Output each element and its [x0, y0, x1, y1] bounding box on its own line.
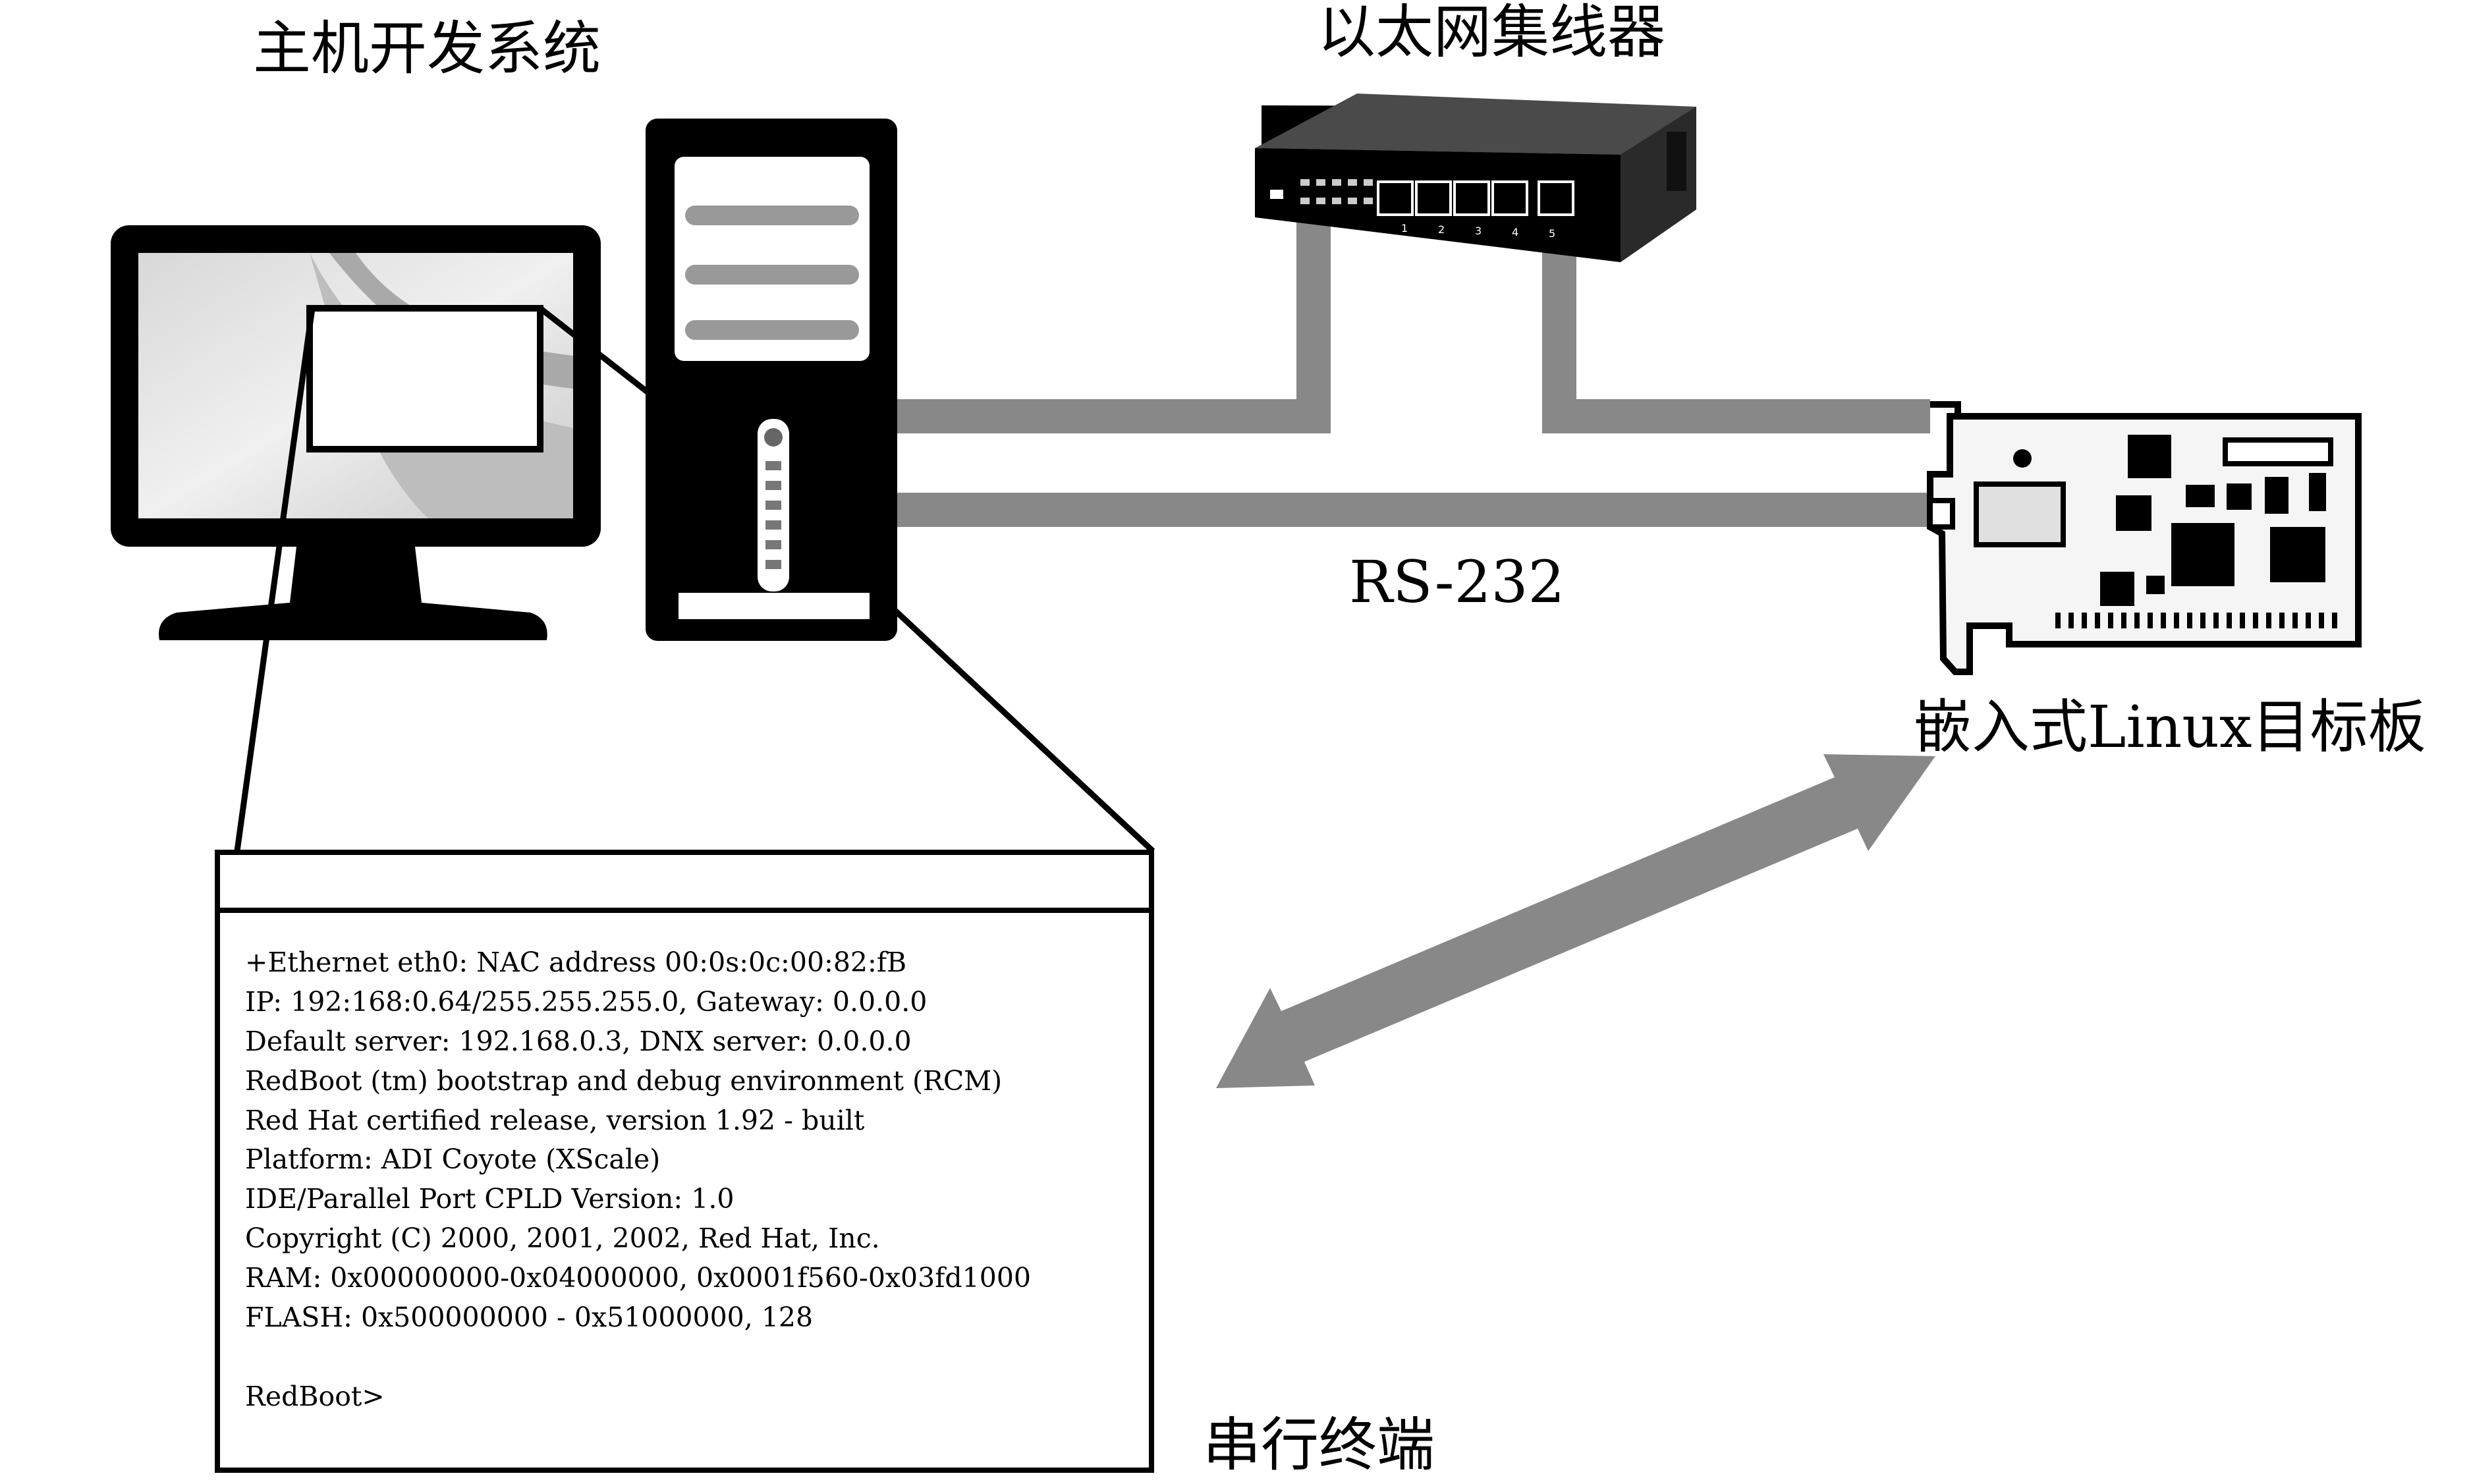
- terminal-line: RAM: 0x00000000-0x04000000, 0x0001f560-0…: [245, 1262, 1031, 1294]
- tower-pc-icon: [646, 119, 897, 641]
- hub-port-label: 5: [1549, 227, 1555, 240]
- hub-port-label: 4: [1512, 226, 1518, 238]
- serial-terminal-window: +Ethernet eth0: NAC address 00:0s:0c:00:…: [215, 850, 1154, 1473]
- ethernet-cable-host: [893, 211, 1331, 433]
- hub-port-label: 2: [1438, 223, 1445, 236]
- terminal-line: IP: 192:168:0.64/255.255.255.0, Gateway:…: [245, 985, 928, 1018]
- ethernet-cable-board: [1542, 211, 1930, 433]
- terminal-line: IDE/Parallel Port CPLD Version: 1.0: [245, 1183, 735, 1215]
- host-system-label: 主机开发系统: [253, 14, 601, 82]
- terminal-line: Red Hat certified release, version 1.92 …: [245, 1104, 865, 1136]
- terminal-line: Default server: 192.168.0.3, DNX server:…: [245, 1025, 912, 1057]
- terminal-line: FLASH: 0x500000000 - 0x51000000, 128: [245, 1302, 814, 1334]
- terminal-titlebar: [220, 855, 1149, 913]
- terminal-output: +Ethernet eth0: NAC address 00:0s:0c:00:…: [220, 913, 1149, 1417]
- target-board-icon: [1927, 401, 2362, 675]
- target-board-label: 嵌入式Linux目标板: [1914, 693, 2426, 761]
- terminal-line: Copyright (C) 2000, 2001, 2002, Red Hat,…: [245, 1223, 880, 1255]
- callout-lines: [234, 306, 1155, 854]
- rs232-label: RS-232: [1349, 548, 1565, 616]
- terminal-line: Platform: ADI Coyote (XScale): [245, 1143, 661, 1176]
- terminal-line: RedBoot (tm) bootstrap and debug environ…: [245, 1064, 1003, 1097]
- terminal-line: +Ethernet eth0: NAC address 00:0s:0c:00:…: [245, 947, 907, 978]
- hub-port-label: 3: [1475, 225, 1482, 237]
- ethernet-hub-icon: [1255, 94, 1696, 262]
- hub-port-numbers: 1 2 3 4 5: [1401, 222, 1555, 240]
- terminal-line: [245, 1338, 1149, 1377]
- terminal-prompt[interactable]: RedBoot>: [245, 1380, 385, 1412]
- double-arrow-icon: [1216, 754, 1935, 1088]
- monitor-icon: [111, 225, 601, 640]
- hub-port-label: 1: [1401, 222, 1408, 234]
- serial-terminal-label: 串行终端: [1203, 1411, 1435, 1479]
- ethernet-hub-label: 以太网集线器: [1318, 0, 1666, 66]
